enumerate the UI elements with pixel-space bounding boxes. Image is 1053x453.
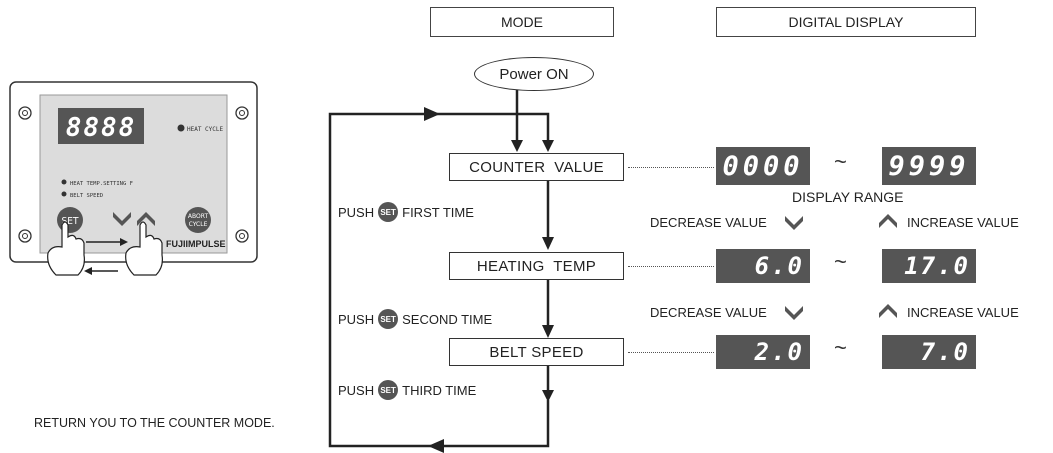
set-button-icon: SET <box>378 202 399 222</box>
panel-display-digits: 8888 <box>66 113 137 143</box>
belt-min-display: 2.0 <box>716 335 810 369</box>
set-button-icon: SET <box>378 380 399 400</box>
belt-speed-led-icon <box>61 191 67 197</box>
belt-max-display: 7.0 <box>882 335 976 369</box>
flow-arrowhead <box>542 390 554 402</box>
counter-max-display: 9999 <box>882 147 976 185</box>
second-time-label: SECOND TIME <box>402 311 493 327</box>
panel-down-button-icon[interactable] <box>113 212 131 226</box>
belt-speed-box: BELT SPEED <box>449 338 624 366</box>
panel-right-arrow-head <box>120 238 128 246</box>
display-range-label: DISPLAY RANGE <box>792 189 904 205</box>
push-label: PUSH <box>338 311 375 327</box>
pointing-hand-icon <box>125 221 163 276</box>
panel-up-button-icon[interactable] <box>137 212 155 226</box>
panel-abort-label-1: ABORT <box>188 213 209 220</box>
panel-left-arrow-head <box>84 267 92 275</box>
power-on-node: Power ON <box>474 57 594 91</box>
increase-value-label-1: INCREASE VALUE <box>907 215 1019 230</box>
return-to-counter-note: RETURN YOU TO THE COUNTER MODE. <box>34 416 275 430</box>
screw-icon <box>18 229 32 243</box>
screw-icon <box>235 229 249 243</box>
panel-heat-cycle-label: HEAT CYCLE <box>187 126 224 133</box>
heat-max-display: 17.0 <box>882 249 976 283</box>
mode-header: MODE <box>430 7 614 37</box>
heating-temp-box: HEATING TEMP <box>449 252 624 280</box>
heat-range-tilde: ~ <box>834 249 847 274</box>
panel-abort-button[interactable] <box>185 207 211 233</box>
increase-value-label-2: INCREASE VALUE <box>907 305 1019 320</box>
counter-value-box: COUNTER VALUE <box>449 153 624 181</box>
panel-display-bg <box>58 108 144 144</box>
third-time-label: THIRD TIME <box>402 382 477 398</box>
screw-icon <box>18 106 32 120</box>
down-chevron-icon <box>785 216 803 230</box>
push-label: PUSH <box>338 382 375 398</box>
up-chevron-icon <box>879 214 897 228</box>
set-button-icon: SET <box>378 309 399 329</box>
control-panel-illustration: 8888 HEAT CYCLE HEAT TEMP.SETTING F BELT… <box>9 81 258 276</box>
flow-arrowhead <box>424 107 440 121</box>
counter-range-tilde: ~ <box>834 149 847 174</box>
decrease-value-label-2: DECREASE VALUE <box>650 305 767 320</box>
heating-leader <box>628 266 714 267</box>
panel-brand-logo: FUJIIMPULSE <box>166 239 226 249</box>
belt-leader <box>628 352 714 353</box>
panel-heat-temp-label: HEAT TEMP.SETTING F <box>70 181 133 187</box>
decrease-value-label-1: DECREASE VALUE <box>650 215 767 230</box>
heat-cycle-led-icon <box>177 124 185 132</box>
panel-set-label: SET <box>62 216 79 227</box>
panel-belt-speed-label: BELT SPEED <box>70 193 103 199</box>
flow-arrowhead <box>511 140 523 152</box>
push-step-first: PUSH SET FIRST TIME <box>338 202 474 222</box>
flow-arrowhead <box>542 325 554 338</box>
flow-loop-line <box>328 112 550 448</box>
down-chevron-icon <box>785 306 803 320</box>
flow-arrowhead <box>428 439 444 453</box>
first-time-label: FIRST TIME <box>402 204 474 220</box>
push-label: PUSH <box>338 204 375 220</box>
counter-min-display: 0000 <box>716 147 810 185</box>
counter-leader <box>628 167 714 168</box>
up-chevron-icon <box>879 304 897 318</box>
digital-display-header: DIGITAL DISPLAY <box>716 7 976 37</box>
heat-temp-led-icon <box>61 179 67 185</box>
heat-min-display: 6.0 <box>716 249 810 283</box>
power-on-label: Power ON <box>499 65 569 83</box>
flow-arrowhead <box>542 237 554 250</box>
push-step-third: PUSH SET THIRD TIME <box>338 380 476 400</box>
push-step-second: PUSH SET SECOND TIME <box>338 309 492 329</box>
screw-icon <box>235 106 249 120</box>
panel-abort-label-2: CYCLE <box>189 221 208 228</box>
pointing-hand-icon <box>47 221 85 276</box>
belt-range-tilde: ~ <box>834 335 847 360</box>
flow-arrowhead <box>542 140 554 152</box>
